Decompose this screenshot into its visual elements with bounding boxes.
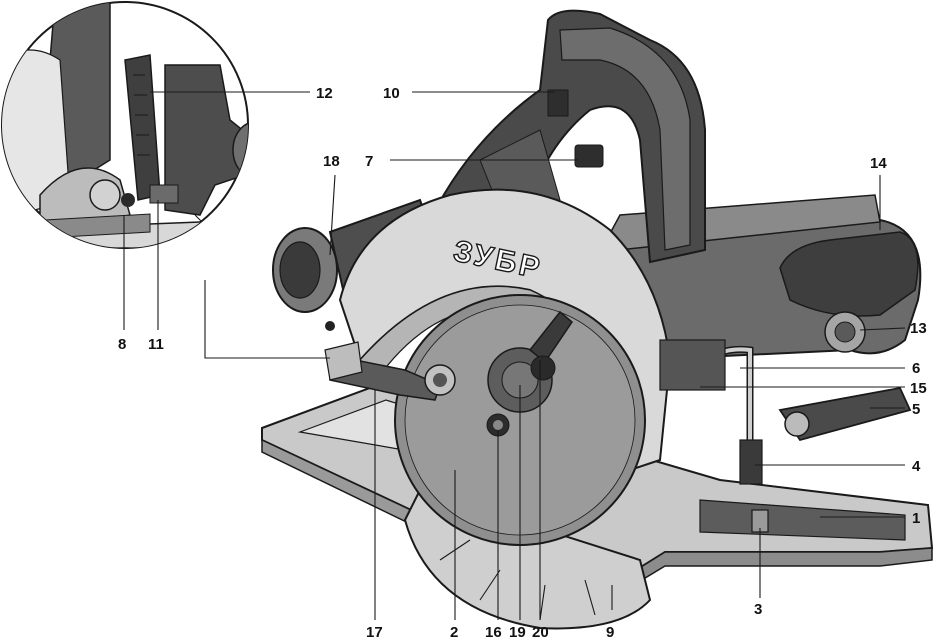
callout-13: 13 bbox=[910, 320, 927, 337]
spindle-lock bbox=[528, 310, 574, 381]
callout-9: 9 bbox=[606, 624, 614, 641]
callout-17: 17 bbox=[366, 624, 383, 641]
callout-8: 8 bbox=[118, 336, 126, 353]
callout-16: 16 bbox=[485, 624, 502, 641]
callout-2: 2 bbox=[450, 624, 458, 641]
inset-connector-line bbox=[204, 280, 330, 359]
callout-15: 15 bbox=[910, 380, 927, 397]
callout-18: 18 bbox=[323, 153, 340, 170]
depth-adjust-assembly bbox=[659, 339, 912, 533]
callout-12: 12 bbox=[316, 85, 333, 102]
callout-10: 10 bbox=[383, 85, 400, 102]
detail-inset bbox=[1, 1, 249, 249]
callout-19: 19 bbox=[509, 624, 526, 641]
callout-1: 1 bbox=[912, 510, 920, 527]
callout-6: 6 bbox=[912, 360, 920, 377]
callout-5: 5 bbox=[912, 401, 920, 418]
callout-7: 7 bbox=[365, 153, 373, 170]
callout-3: 3 bbox=[754, 601, 762, 618]
callout-11: 11 bbox=[148, 336, 164, 353]
callout-20: 20 bbox=[532, 624, 549, 641]
callout-14: 14 bbox=[870, 155, 887, 172]
callout-4: 4 bbox=[912, 458, 921, 475]
guard-lever bbox=[324, 341, 456, 401]
leader-lines bbox=[123, 91, 906, 620]
callout-labels: 1 2 3 4 5 6 7 8 9 10 11 12 13 14 15 16 1… bbox=[118, 85, 927, 641]
